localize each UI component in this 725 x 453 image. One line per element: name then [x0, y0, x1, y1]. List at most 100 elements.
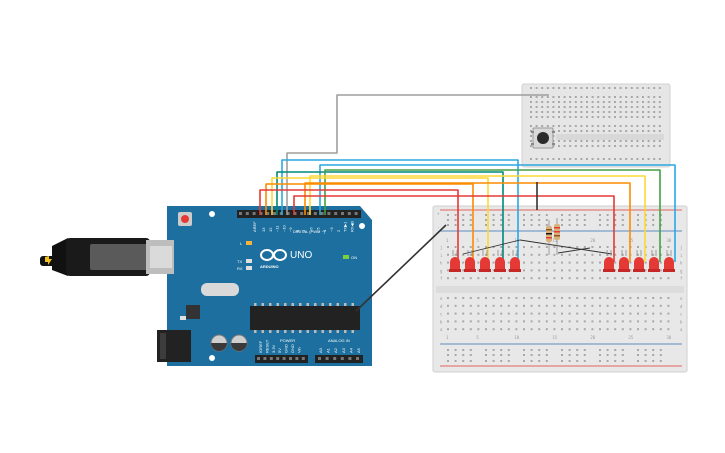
pin-label: 7: [302, 229, 307, 232]
wire-gray-button[interactable]: [286, 94, 549, 215]
row-letter: d: [440, 304, 443, 309]
aref-label: AREF: [252, 221, 257, 232]
row-letter: c: [440, 312, 443, 317]
digital-header[interactable]: [237, 210, 361, 218]
red-led[interactable]: [663, 250, 675, 272]
resistor[interactable]: [554, 218, 560, 255]
pin-label: IOREF: [258, 340, 263, 353]
power-header[interactable]: [255, 355, 308, 363]
pin-label: ~5: [315, 227, 320, 232]
wires[interactable]: [259, 94, 676, 312]
crystal-oscillator: [201, 283, 239, 296]
pin-label: ~9: [288, 227, 293, 232]
pin-label: A0: [318, 347, 323, 353]
pin-label: TX▶1: [343, 221, 348, 232]
pin-label: A2: [333, 347, 338, 353]
row-letter: c: [680, 312, 683, 317]
pin-label: GND: [290, 344, 295, 353]
rail-plus-label: +: [437, 211, 440, 216]
column-number: 30: [666, 335, 671, 340]
wire-green-right[interactable]: [324, 169, 661, 262]
pin-label: 8: [295, 229, 300, 232]
wire-yellow-left[interactable]: [271, 177, 489, 260]
usb-lightning-icon: [45, 256, 52, 265]
column-number: 5: [476, 238, 479, 243]
tx-led-label: TX: [237, 259, 242, 264]
pin-label: RESET: [264, 339, 269, 353]
red-led[interactable]: [449, 250, 461, 272]
column-number: 25: [628, 335, 633, 340]
on-led-label: ON: [351, 255, 357, 260]
column-number: 20: [590, 335, 595, 340]
row-letter: h: [440, 261, 443, 266]
wire-orange-right[interactable]: [304, 182, 631, 262]
column-number: 25: [628, 238, 633, 243]
arduino-uno-board[interactable]: AREF DIGITAL (PWM ~) L TX RX ON UNO ARDU…: [157, 206, 372, 366]
red-led[interactable]: [603, 250, 615, 272]
pin-label: 13: [261, 227, 266, 232]
pin-label: 5V: [277, 348, 282, 353]
led-group[interactable]: [449, 250, 675, 272]
l-led-label: L: [240, 241, 243, 246]
pin-label: RX◀0: [349, 220, 354, 232]
on-led: [343, 255, 349, 259]
row-letter: f: [440, 276, 443, 281]
pin-label: GND: [284, 344, 289, 353]
row-letter: i: [680, 253, 683, 258]
row-letter: e: [680, 296, 683, 301]
column-number: 1: [446, 335, 449, 340]
wire-red-left[interactable]: [259, 189, 459, 260]
pin-label: A1: [326, 347, 331, 353]
column-number: 15: [552, 335, 557, 340]
usb-interface-chip: [186, 305, 200, 319]
red-led[interactable]: [618, 250, 630, 272]
pin-label: A5: [356, 347, 361, 353]
red-led[interactable]: [633, 250, 645, 272]
column-number: 10: [514, 335, 519, 340]
pin-label: ~10: [281, 224, 286, 232]
center-channel: [436, 286, 684, 293]
l-led: [246, 241, 252, 245]
pin-label: 12: [268, 227, 273, 232]
red-led[interactable]: [494, 250, 506, 272]
column-number: 15: [552, 238, 557, 243]
row-letter: a: [440, 327, 443, 332]
pin-label: ~6: [309, 227, 314, 232]
wire-blue-left[interactable]: [281, 159, 519, 260]
row-letter: g: [440, 268, 443, 273]
red-led[interactable]: [509, 250, 521, 272]
row-letter: b: [680, 319, 683, 324]
microcontroller-chip: [250, 306, 360, 330]
column-number: 20: [590, 238, 595, 243]
pin-label: A4: [348, 347, 353, 353]
row-letter: i: [440, 253, 443, 258]
pin-label: ~11: [275, 225, 280, 232]
row-letter: h: [680, 261, 683, 266]
rx-led-label: RX: [237, 266, 243, 271]
column-number: 30: [666, 238, 671, 243]
analog-header[interactable]: [315, 355, 363, 363]
red-led[interactable]: [479, 250, 491, 272]
row-letter: e: [440, 296, 443, 301]
row-letter: j: [680, 245, 682, 250]
wire-black-ground[interactable]: [355, 224, 447, 312]
row-letter: f: [680, 276, 683, 281]
wire-orange-left[interactable]: [265, 183, 474, 260]
wire-red-right[interactable]: [293, 195, 615, 262]
row-letter: a: [680, 327, 683, 332]
rail-minus-label: -: [437, 225, 439, 230]
red-led[interactable]: [648, 250, 660, 272]
resistor[interactable]: [546, 220, 552, 255]
usb-cable[interactable]: [40, 238, 174, 276]
small-breadboard[interactable]: [521, 83, 671, 168]
wire-teal-left[interactable]: [276, 171, 504, 260]
column-number: 5: [476, 335, 479, 340]
red-led[interactable]: [464, 250, 476, 272]
pin-label: 4: [322, 229, 327, 232]
reset-button-cap[interactable]: [181, 215, 189, 223]
pushbutton[interactable]: [531, 127, 555, 149]
row-letter: g: [680, 268, 683, 273]
